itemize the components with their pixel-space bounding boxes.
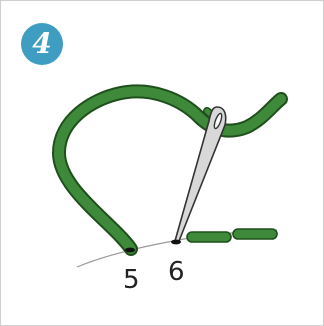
completed-stitches: [187, 229, 277, 242]
point-label-6: 6: [168, 257, 185, 287]
hole-6: [171, 240, 181, 245]
stitch-2: [233, 229, 277, 239]
point-label-5: 5: [123, 265, 140, 295]
hole-5: [125, 248, 135, 253]
thread: [59, 91, 281, 249]
thread-outline: [59, 91, 281, 249]
stitch-1: [187, 232, 231, 242]
